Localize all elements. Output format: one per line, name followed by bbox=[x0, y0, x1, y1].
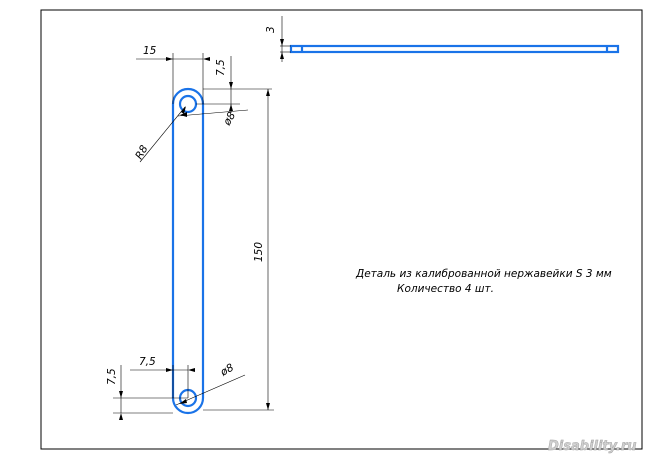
dimension-bottom-hole-diameter: ø8 bbox=[175, 361, 246, 406]
plate-side-outline bbox=[289, 44, 620, 54]
length-label: 150 bbox=[253, 242, 265, 262]
bottom-hole-diameter-label: ø8 bbox=[218, 361, 236, 379]
dimension-width: 15 bbox=[136, 45, 210, 104]
watermark: Disability.ru bbox=[548, 439, 637, 454]
dimension-radius: R8 bbox=[133, 106, 186, 163]
plate-outline bbox=[171, 87, 205, 415]
radius-label: R8 bbox=[133, 143, 151, 161]
drawing-frame bbox=[40, 9, 643, 450]
dimension-length: 150 bbox=[203, 89, 274, 411]
quantity-note: Количество 4 шт. bbox=[397, 283, 494, 295]
dimension-bottom-vertical: 7,5 bbox=[106, 365, 188, 420]
part-front-view bbox=[171, 87, 205, 415]
dimension-bottom-horizontal: 7,5 bbox=[130, 356, 195, 398]
bottom-horizontal-label: 7,5 bbox=[139, 356, 156, 368]
thickness-label: 3 bbox=[265, 26, 277, 33]
part-side-view bbox=[289, 44, 620, 54]
top-offset-label: 7,5 bbox=[215, 59, 227, 76]
bottom-vertical-label: 7,5 bbox=[106, 368, 118, 385]
dimension-top-offset: 7,5 bbox=[196, 56, 272, 113]
top-hole bbox=[178, 94, 198, 114]
width-label: 15 bbox=[143, 45, 157, 57]
dimension-thickness: 3 bbox=[265, 16, 291, 62]
material-note: Деталь из калиброванной нержавейки S 3 м… bbox=[355, 268, 612, 280]
top-hole-diameter-label: ø8 bbox=[221, 110, 239, 128]
